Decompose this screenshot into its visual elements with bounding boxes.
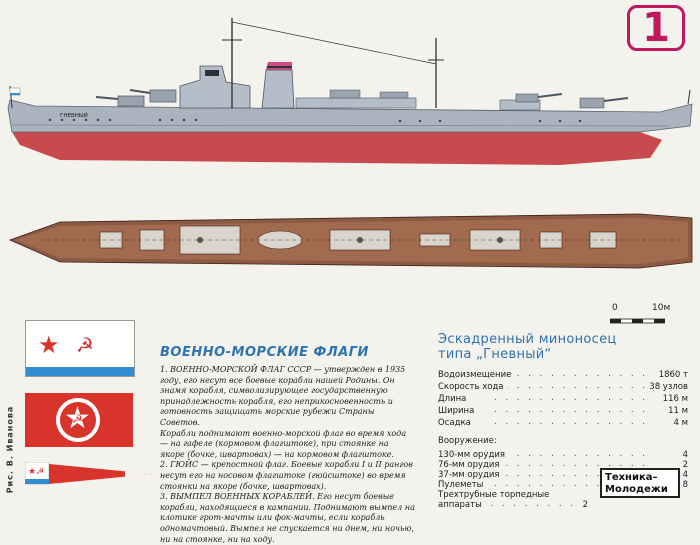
spec-row: . . . . . . . . . . . . . .Водоизмещение… xyxy=(438,369,688,380)
hammer-sickle-icon: ☭ xyxy=(76,333,94,357)
scale-start-label: 0 xyxy=(612,303,618,313)
spec-row: . . . . . . . . . . . . . .Скорость хода… xyxy=(438,381,688,392)
scale-end-label: 10м xyxy=(652,303,671,313)
armament-row: . . . . . . . . . . . . . .130-мм орудия… xyxy=(438,449,688,460)
magazine-logo: Техника– Молодежи xyxy=(600,468,680,498)
flags-paragraph: 1. ВОЕННО-МОРСКОЙ ФЛАГ СССР — утвержден … xyxy=(160,365,406,427)
armament-title: Вооружение: xyxy=(438,436,497,446)
flags-paragraph: 3. ВЫМПЕЛ ВОЕННЫХ КОРАБЛЕЙ. Его несут бо… xyxy=(160,492,415,544)
flags-paragraph: Корабли поднимают военно-морской флаг во… xyxy=(160,428,407,459)
illustrator-credit: Рис. В. Иванова xyxy=(5,405,15,494)
flag-naval-ensign: ★ ☭ xyxy=(25,320,135,377)
underwater-hull xyxy=(12,132,662,165)
ship-name-label: ГНЕВНЫЙ xyxy=(60,112,88,119)
ship-deck-plan-drawing xyxy=(8,213,693,269)
jack-hammer-sickle-icon: ☭ xyxy=(72,412,83,426)
ship-profile-drawing: ГНЕВНЫЙ xyxy=(7,18,693,165)
flag-pennant: ★☭ xyxy=(25,462,153,485)
page-number-badge: 1 xyxy=(627,5,685,51)
funnel xyxy=(261,69,295,109)
flags-section-title: ВОЕННО-МОРСКИЕ ФЛАГИ xyxy=(160,345,369,360)
flags-description: 1. ВОЕННО-МОРСКОЙ ФЛАГ СССР — утвержден … xyxy=(160,365,415,545)
main-hull xyxy=(7,99,693,133)
armament-row: Трехтрубные торпедные xyxy=(438,490,550,500)
scale-bar xyxy=(610,318,665,324)
specs-title: Эскадренный миноносец типа „Гневный“ xyxy=(438,332,617,362)
svg-text:★☭: ★☭ xyxy=(28,467,44,477)
flag-jack: ★ ☭ xyxy=(25,393,133,447)
flags-paragraph: 2. ГЮЙС — крепостной флаг. Боевые корабл… xyxy=(160,460,413,491)
red-star-icon: ★ xyxy=(38,331,60,359)
white-star-icon: ★ xyxy=(64,401,91,436)
